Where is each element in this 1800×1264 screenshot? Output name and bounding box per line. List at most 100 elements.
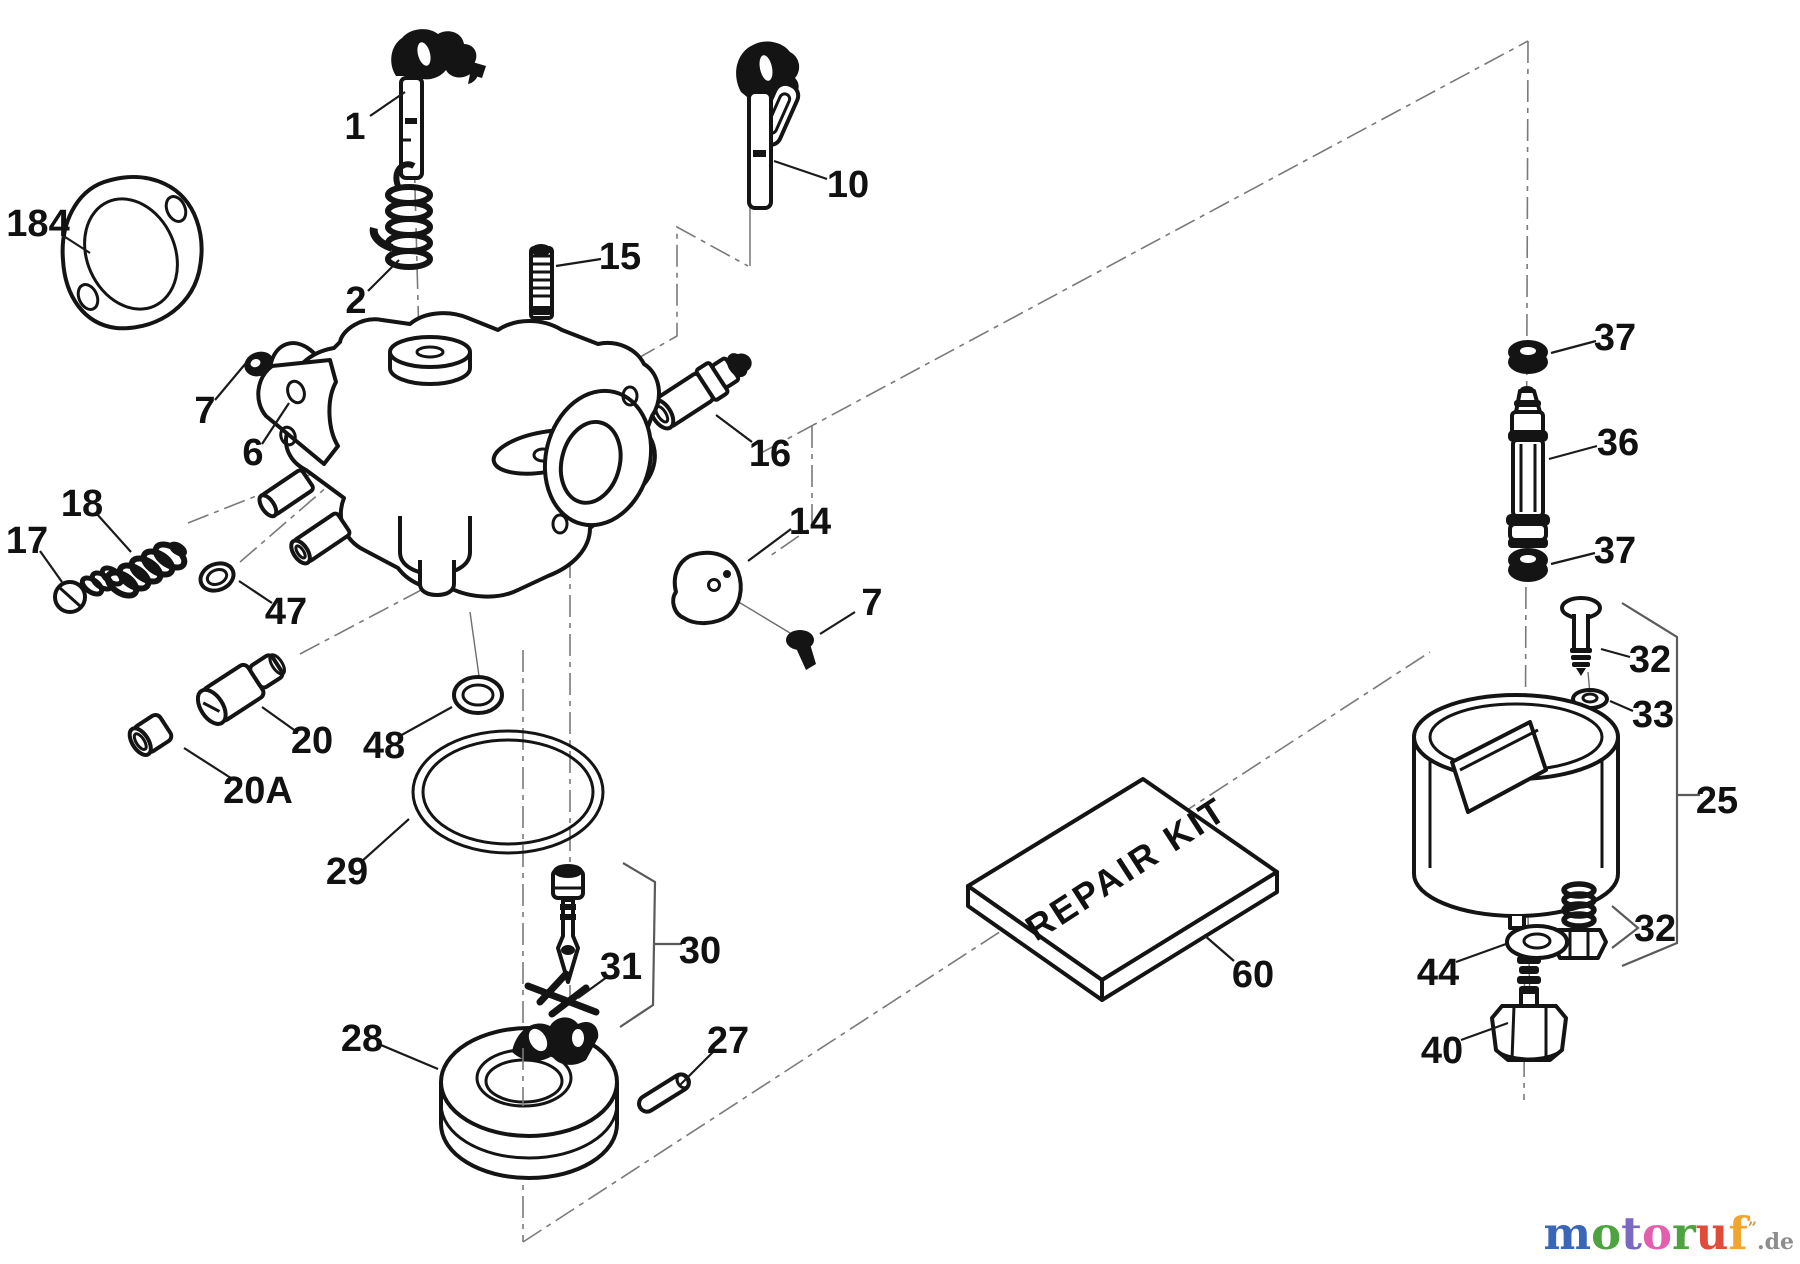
group-brackets <box>619 602 1700 1028</box>
leader-line-31 <box>577 976 608 999</box>
bowl-washer-44 <box>1505 924 1569 960</box>
callout-37: 37 <box>1594 530 1636 572</box>
callout-29: 29 <box>326 851 368 893</box>
callout-60: 60 <box>1232 954 1274 996</box>
callout-2: 2 <box>345 280 366 322</box>
bowl-screw-32 <box>1560 596 1602 676</box>
leader-line-7 <box>819 611 856 635</box>
callout-6: 6 <box>242 432 263 474</box>
cover-plate-14 <box>671 550 743 625</box>
callout-33: 33 <box>1632 694 1674 736</box>
leader-line-16 <box>715 414 753 443</box>
bowl-o-ring-29 <box>411 729 605 855</box>
callout-7: 7 <box>194 390 215 432</box>
standpipe-36 <box>1506 386 1550 548</box>
callout-44: 44 <box>1417 952 1459 994</box>
idle-mixture-screw-17-18 <box>53 541 188 614</box>
brand-letter: o <box>1641 1207 1672 1260</box>
callout-32: 32 <box>1634 908 1676 950</box>
callout-14: 14 <box>789 501 831 543</box>
callout-31: 31 <box>600 946 642 988</box>
callout-184: 184 <box>6 203 69 245</box>
callout-27: 27 <box>707 1020 749 1062</box>
leader-line-33 <box>1609 699 1634 713</box>
o-ring-47 <box>198 561 236 593</box>
leader-line-15 <box>555 257 602 268</box>
callout-32: 32 <box>1629 639 1671 681</box>
fuel-fitting-16 <box>648 353 752 431</box>
callout-16: 16 <box>749 433 791 475</box>
leader-line-29 <box>360 818 410 863</box>
motoruf-logo[interactable]: motoruf”.de <box>1544 1211 1795 1256</box>
bracket-30 <box>619 862 682 1028</box>
callout-1: 1 <box>344 106 365 148</box>
leader-line-28 <box>380 1043 439 1071</box>
throttle-return-spring-2 <box>369 161 433 270</box>
choke-shaft-10 <box>736 41 801 210</box>
callout-47: 47 <box>265 591 307 633</box>
brand-letter: r <box>1671 1207 1696 1260</box>
callout-20A: 20A <box>223 770 293 812</box>
leader-line-32 <box>1600 647 1631 659</box>
gasket-184 <box>60 175 204 331</box>
leader-line-48 <box>397 706 453 738</box>
leader-line-36 <box>1548 444 1598 461</box>
callout-40: 40 <box>1421 1030 1463 1072</box>
leader-line-60 <box>1203 934 1235 962</box>
grommet-37-top <box>1508 340 1548 374</box>
callout-18: 18 <box>61 483 103 525</box>
trademark-mark: ” <box>1747 1218 1757 1237</box>
leader-line-17 <box>39 550 63 583</box>
brand-letter: t <box>1621 1207 1642 1260</box>
leader-line-40 <box>1460 1021 1509 1042</box>
callout-28: 28 <box>341 1018 383 1060</box>
callout-36: 36 <box>1597 422 1639 464</box>
callout-30: 30 <box>679 930 721 972</box>
leader-line-1 <box>369 91 406 117</box>
bowl-nut-40 <box>1490 956 1568 1062</box>
leader-line-44 <box>1455 942 1507 964</box>
float-bowl-25 <box>1412 693 1620 930</box>
callout-25: 25 <box>1696 780 1738 822</box>
idle-speed-screw-15 <box>529 244 554 320</box>
grommet-37-bottom <box>1508 548 1548 582</box>
carburetor-body <box>256 311 661 599</box>
motoruf-domain-suffix: .de <box>1756 1229 1794 1255</box>
callout-37: 37 <box>1594 317 1636 359</box>
bracket-25 <box>1621 602 1700 968</box>
leader-line-14 <box>747 528 792 562</box>
plate-screw-7 <box>786 630 816 670</box>
hinge-pin-27 <box>637 1072 691 1114</box>
welch-plug-48 <box>452 675 504 715</box>
leader-line-6 <box>261 402 290 445</box>
callout-17: 17 <box>6 520 48 562</box>
leader-line-47 <box>238 580 273 604</box>
brand-letter: m <box>1543 1207 1592 1260</box>
callout-48: 48 <box>363 725 405 767</box>
callout-7: 7 <box>861 582 882 624</box>
float-28 <box>439 1017 619 1180</box>
leader-line-2 <box>367 259 400 292</box>
fuel-inlet-bushing-20 <box>195 653 287 726</box>
callout-20: 20 <box>291 720 333 762</box>
cap-20A <box>127 713 174 757</box>
brand-letter: f <box>1728 1207 1748 1260</box>
leader-line-37 <box>1550 339 1597 355</box>
repair-kit-box-60: REPAIR KIT <box>966 777 1279 1002</box>
leader-line-10 <box>773 159 828 181</box>
inlet-needle-assembly-30 <box>551 864 585 984</box>
leader-line-20A <box>183 747 235 781</box>
leader-line-7 <box>214 362 247 401</box>
leader-line-18 <box>95 512 132 553</box>
leader-line-184 <box>61 234 91 254</box>
leader-line-20 <box>261 706 298 733</box>
throttle-shaft-1 <box>391 29 486 180</box>
motoruf-wordmark: motoruf <box>1544 1207 1748 1260</box>
leader-line-37 <box>1550 551 1596 566</box>
brand-letter: u <box>1695 1207 1729 1260</box>
callout-15: 15 <box>599 236 641 278</box>
callout-10: 10 <box>827 164 869 206</box>
